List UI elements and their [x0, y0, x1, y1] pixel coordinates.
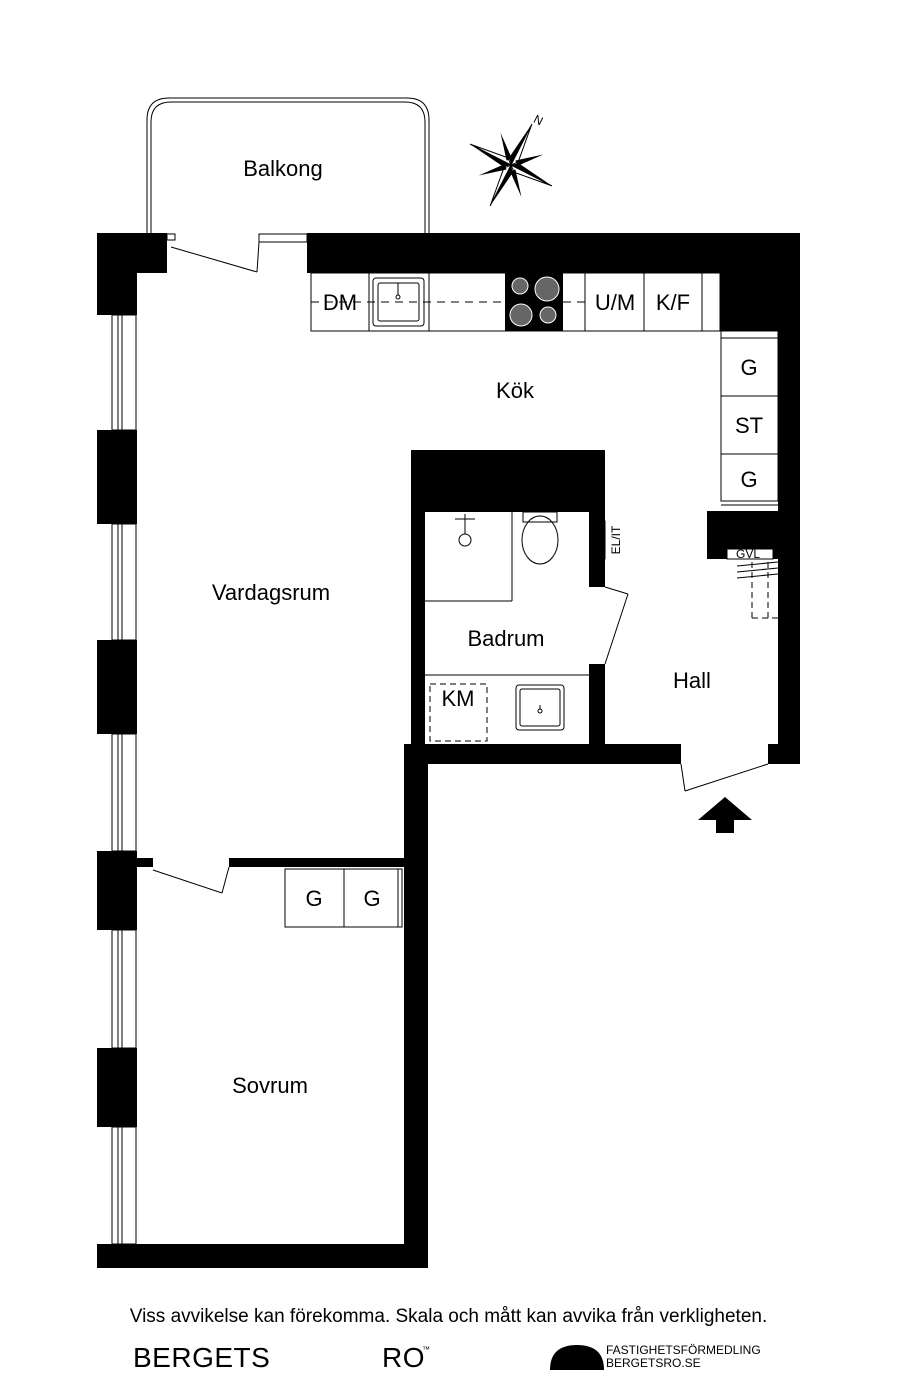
- compass-north-label: N: [531, 112, 545, 128]
- hall-fixtures: [680, 548, 779, 792]
- bedroom-wardrobe-label-2: G: [363, 886, 380, 911]
- kitchen-storage: [720, 330, 779, 506]
- floor-plan: Balkong N: [97, 97, 800, 1268]
- entrance-arrow-icon: [698, 797, 752, 833]
- washer-label: KM: [442, 686, 475, 711]
- agency-line2: BERGETSRO.SE: [606, 1356, 701, 1370]
- oven-micro-label: U/M: [595, 290, 635, 315]
- bedroom-wardrobe-label-1: G: [305, 886, 322, 911]
- agency-logo-icon: [550, 1345, 604, 1370]
- disclaimer: Viss avvikelse kan förekomma. Skala och …: [129, 1306, 768, 1327]
- room-label-bath: Badrum: [467, 626, 544, 651]
- balcony: Balkong: [146, 97, 430, 234]
- drying-cabinet-label: GVL: [736, 547, 760, 561]
- room-label-balcony: Balkong: [243, 156, 323, 181]
- room-label-kitchen: Kök: [496, 378, 535, 403]
- bathroom-fixtures: [425, 511, 629, 742]
- brand-tm: ™: [422, 1345, 430, 1354]
- stove-icon: [505, 273, 563, 331]
- room-label-living: Vardagsrum: [212, 580, 330, 605]
- dishwasher-label: DM: [323, 290, 357, 315]
- windows-left: [111, 314, 137, 1245]
- room-label-bedroom: Sovrum: [232, 1073, 308, 1098]
- wardrobe-label-1: G: [740, 355, 757, 380]
- walls: [97, 233, 800, 1268]
- electrical-label: EL/IT: [609, 525, 623, 554]
- brand-part1: BERGETS: [133, 1342, 271, 1373]
- bedroom-fixtures: [152, 866, 403, 928]
- compass-rose-icon: [469, 123, 553, 207]
- brand-part2: RO: [382, 1342, 425, 1373]
- agency-line1: FASTIGHETSFÖRMEDLING: [606, 1343, 761, 1357]
- broom-closet-label: ST: [735, 413, 763, 438]
- fridge-freezer-label: K/F: [656, 290, 690, 315]
- wardrobe-label-2: G: [740, 467, 757, 492]
- room-label-hall: Hall: [673, 668, 711, 693]
- balcony-door: [166, 233, 308, 273]
